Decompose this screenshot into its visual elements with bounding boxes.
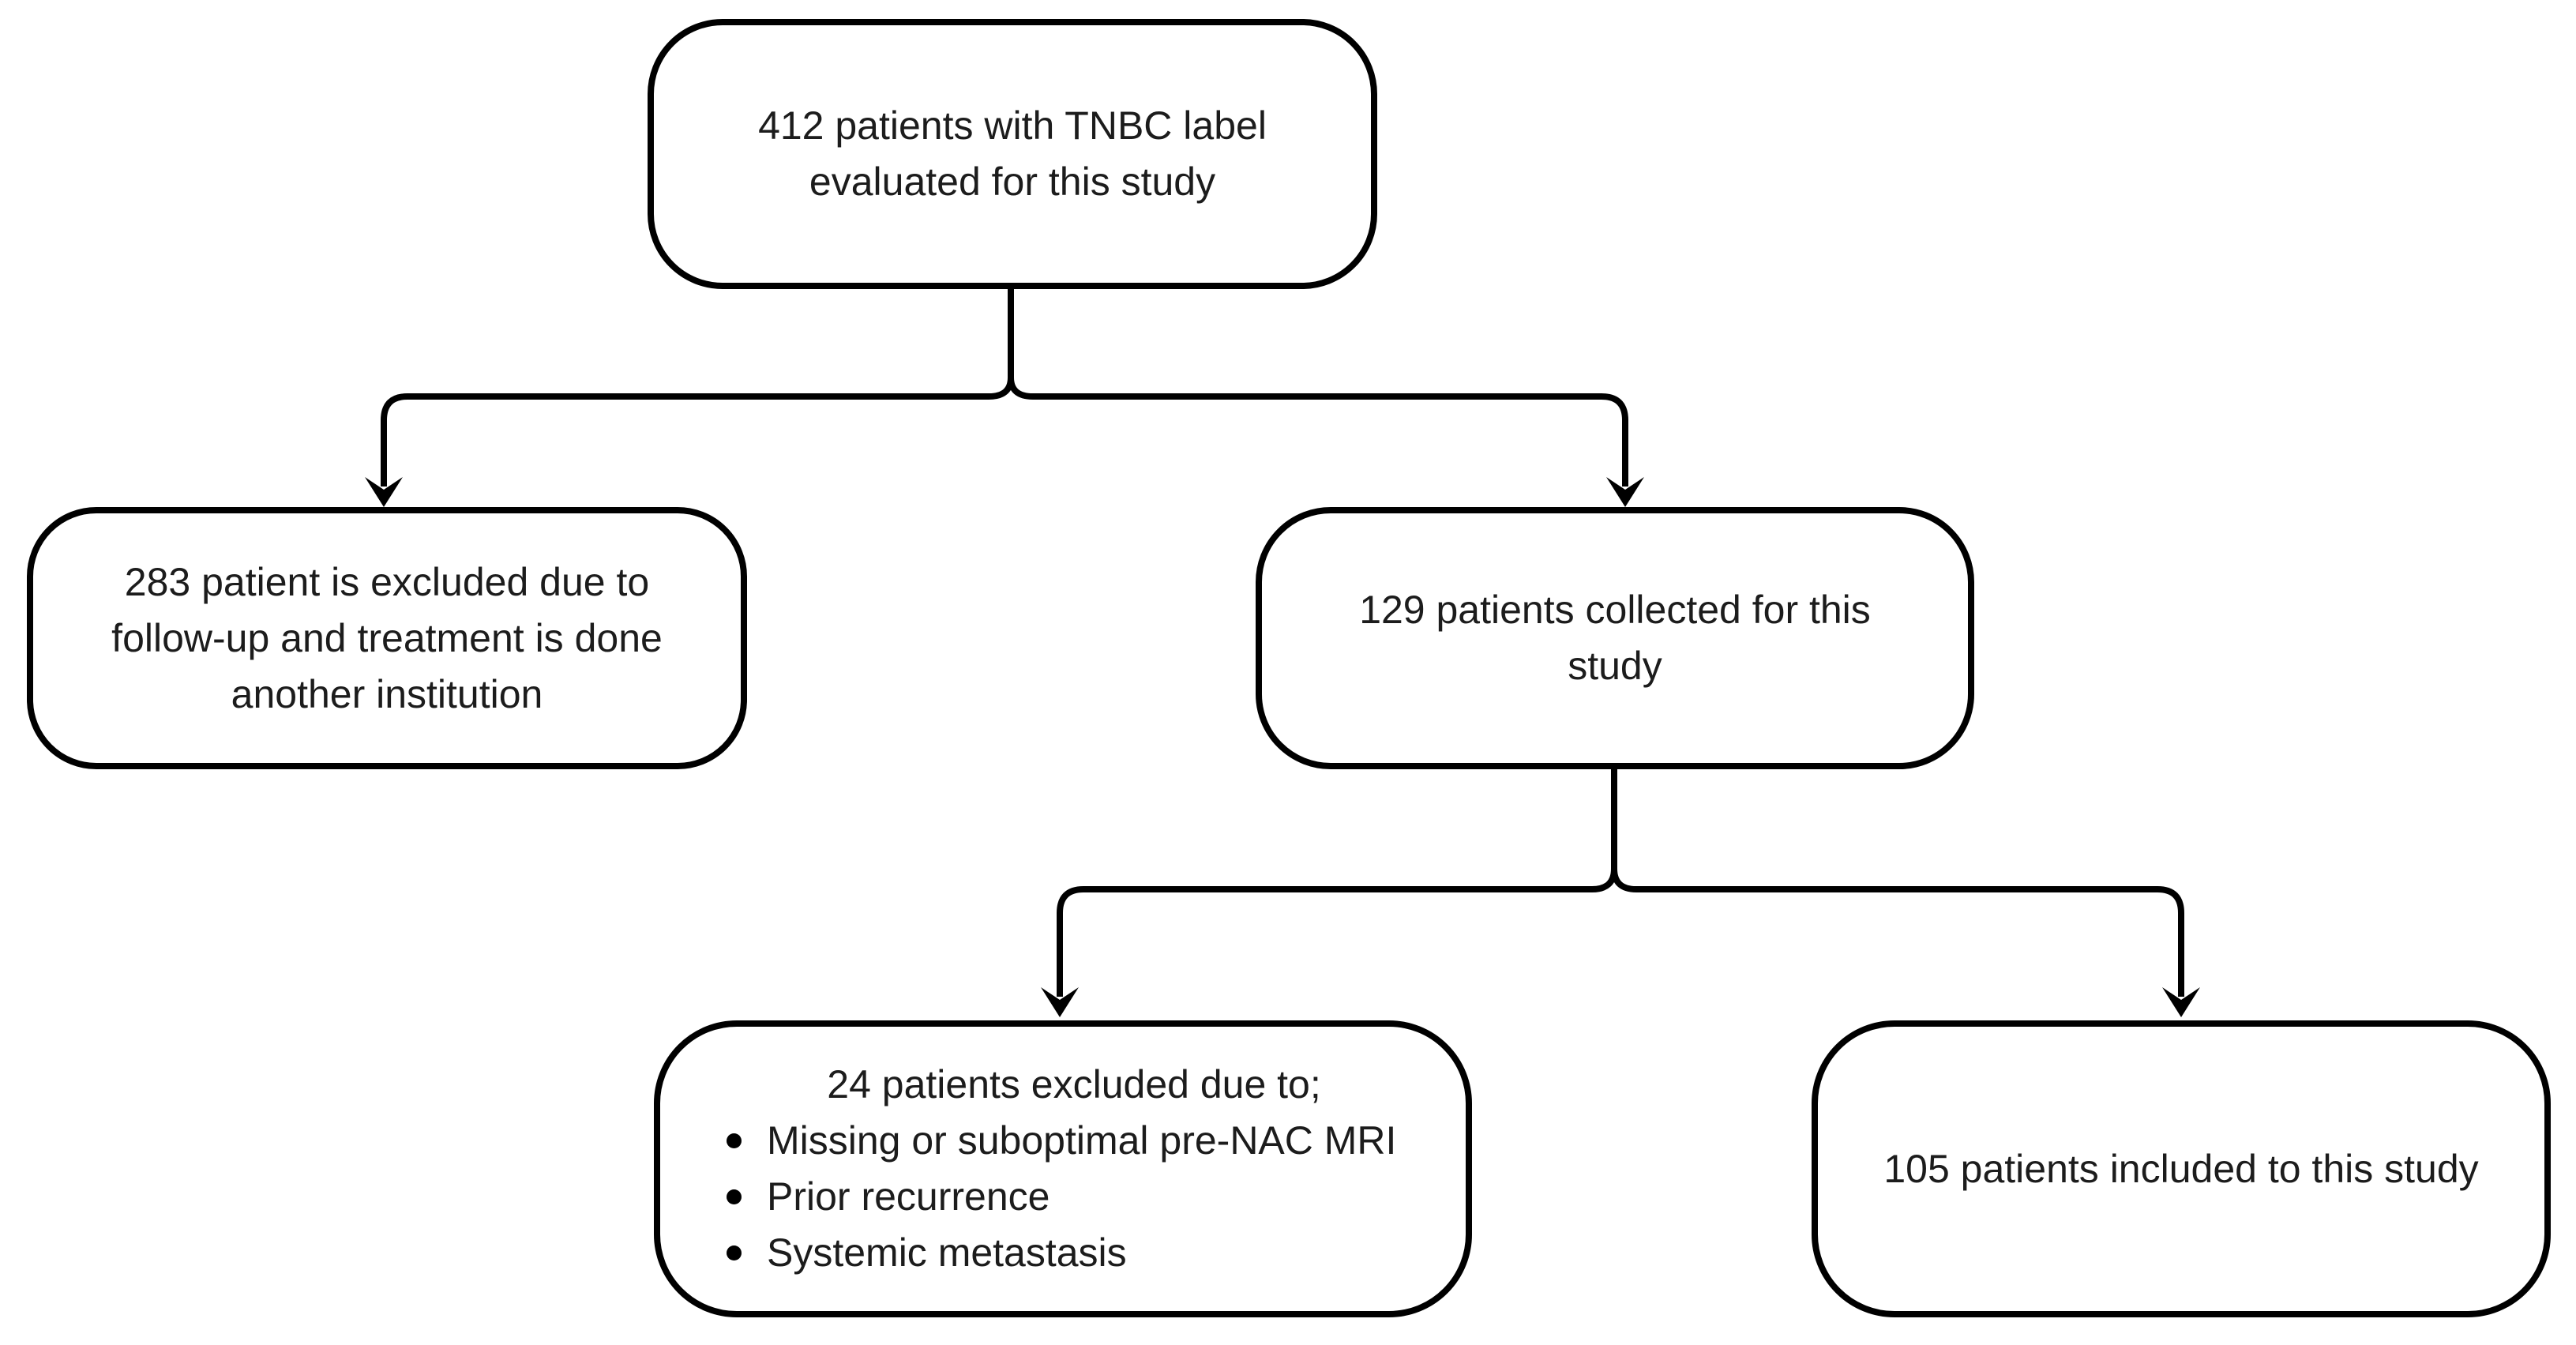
node-excluded-24: 24 patients excluded due to; Missing or … bbox=[654, 1020, 1472, 1317]
exclusion-reason-text: Prior recurrence bbox=[767, 1174, 1050, 1219]
node-excluded-24-heading: 24 patients excluded due to; bbox=[827, 1062, 1321, 1106]
node-evaluated-412-label: 412 patients with TNBC label evaluated f… bbox=[758, 103, 1267, 204]
arrowhead-to-included105 bbox=[2162, 987, 2200, 1017]
bullet-dot-icon bbox=[727, 1133, 742, 1148]
arrowhead-to-excluded24 bbox=[1041, 987, 1079, 1017]
connector-evaluated-to-excluded283 bbox=[381, 289, 1014, 487]
node-excluded-24-content: 24 patients excluded due to; Missing or … bbox=[660, 1027, 1466, 1311]
node-excluded-283-label: 283 patient is excluded due to follow-up… bbox=[111, 559, 663, 716]
node-excluded-283: 283 patient is excluded due to follow-up… bbox=[27, 507, 747, 769]
node-collected-129: 129 patients collected for this study bbox=[1256, 507, 1974, 769]
connector-evaluated-to-collected129 bbox=[1008, 289, 1628, 487]
exclusion-reason-item: Systemic metastasis bbox=[722, 1225, 1426, 1281]
arrowhead-to-excluded283 bbox=[365, 477, 403, 507]
node-collected-129-label: 129 patients collected for this study bbox=[1359, 588, 1871, 688]
exclusion-reason-list: Missing or suboptimal pre-NAC MRI Prior … bbox=[722, 1113, 1426, 1281]
node-included-105-label: 105 patients included to this study bbox=[1883, 1146, 2479, 1191]
exclusion-reason-text: Systemic metastasis bbox=[767, 1230, 1127, 1275]
exclusion-reason-text: Missing or suboptimal pre-NAC MRI bbox=[767, 1118, 1397, 1163]
exclusion-reason-item: Missing or suboptimal pre-NAC MRI bbox=[722, 1113, 1426, 1169]
connector-collected129-to-excluded24 bbox=[1057, 769, 1617, 997]
arrowhead-to-collected129 bbox=[1606, 477, 1644, 507]
bullet-dot-icon bbox=[727, 1189, 742, 1204]
node-evaluated-412: 412 patients with TNBC label evaluated f… bbox=[648, 19, 1377, 289]
node-included-105: 105 patients included to this study bbox=[1812, 1020, 2551, 1317]
connector-collected129-to-included105 bbox=[1611, 769, 2184, 997]
exclusion-reason-item: Prior recurrence bbox=[722, 1169, 1426, 1225]
bullet-dot-icon bbox=[727, 1245, 742, 1260]
